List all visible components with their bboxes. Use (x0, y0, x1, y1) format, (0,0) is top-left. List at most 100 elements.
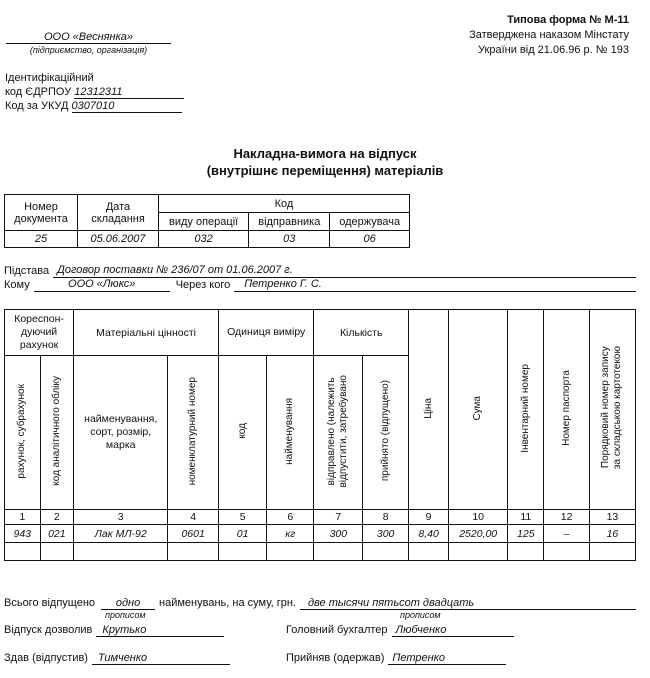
col-number: 2 (39, 509, 75, 525)
price-label: Ціна (422, 397, 434, 419)
materials-table: Кореспон-дуючий рахунок Матеріальні цінн… (3, 309, 637, 561)
empty-row (4, 542, 637, 561)
header-nomenclature-number: номенклатурний номер (167, 355, 220, 510)
handed-over-label: Здав (відпустив) (4, 652, 88, 664)
header-sender-code: відправника (248, 212, 331, 231)
cell-accepted: 300 (362, 524, 410, 543)
basis-value: Договор поставки № 236/07 от 01.06.2007 … (53, 264, 636, 278)
header-analytic-code: код аналітичного обліку (39, 355, 75, 510)
header-correspondent-account: Кореспон-дуючий рахунок (3, 309, 75, 356)
header-doc-number: Номер документа (4, 194, 78, 231)
release-label: Відпуск дозволив (4, 624, 93, 636)
total-label: Всього відпущено (4, 597, 96, 609)
col-number: 9 (408, 509, 450, 525)
received-label: Прийняв (одержав) (286, 652, 385, 664)
approval-line-1: Затверджена наказом Мінстату (469, 29, 629, 41)
header-account: рахунок, субрахунок (4, 355, 41, 510)
cell-account: 943 (4, 524, 41, 543)
header-unit-name: найменування (266, 355, 315, 510)
sender-code-value: 03 (248, 230, 331, 248)
col-number: 11 (507, 509, 545, 525)
total-count-value: одно (101, 597, 156, 610)
doc-number-value: 25 (4, 230, 78, 248)
release-value: Крутько (96, 624, 225, 637)
cell-inventory: 125 (507, 524, 545, 543)
cell-sequence: 16 (588, 524, 637, 543)
cell-analytic-code: 021 (39, 524, 75, 543)
document-info-table: Номер документа Дата складання Код виду … (4, 194, 410, 248)
header-item-name: найменування, сорт, розмір, марка (73, 355, 169, 510)
sequence-label-1: Порядковий номер запису (600, 347, 612, 469)
col-number: 5 (218, 509, 268, 525)
receiver-code-value: 06 (329, 230, 410, 248)
received-value: Петренко (388, 652, 507, 665)
analytic-label: код аналітичного обліку (50, 376, 62, 486)
handed-over-value: Тимченко (91, 652, 230, 665)
header-unit-code: код (218, 355, 268, 510)
col-number: 10 (448, 509, 509, 525)
id-label: Ідентифікаційний (5, 72, 94, 84)
inventory-label: Інвентарний номер (519, 363, 531, 453)
col-number: 3 (73, 509, 169, 525)
header-material-values: Матеріальні цінності (73, 309, 220, 356)
header-doc-date: Дата складання (77, 194, 159, 231)
header-price: Ціна (408, 309, 450, 510)
document-title: Накладна-вимога на відпуск (233, 146, 417, 161)
cell-price: 8,40 (408, 524, 450, 543)
cell-sent: 300 (313, 524, 364, 543)
unit-code-label: код (236, 423, 248, 439)
via-label: Через кого (175, 279, 231, 291)
chief-accountant-label: Головний бухгалтер (286, 624, 388, 636)
table-row: 943 021 Лак МЛ-92 0601 01 кг 300 300 8,4… (4, 524, 637, 543)
doc-date-value: 05.06.2007 (77, 230, 159, 248)
col-number: 6 (266, 509, 315, 525)
recipient-label: Кому (4, 279, 30, 291)
cell-unit-name: кг (266, 524, 315, 543)
col-number: 7 (313, 509, 364, 525)
column-numbers-row: 1 2 3 4 5 6 7 8 9 10 11 12 13 (4, 509, 637, 525)
header-accepted: прийнято (відпущено) (362, 355, 410, 510)
col-number: 8 (362, 509, 410, 525)
total-mid-label: найменувань, на суму, грн. (159, 597, 296, 609)
form-type-title: Типова форма № М-11 (507, 14, 629, 26)
header-unit: Одиниця виміру (218, 309, 315, 356)
header-quantity: Кількість (313, 309, 410, 356)
accepted-label: прийнято (відпущено) (379, 380, 391, 482)
document-subtitle: (внутрішнє переміщення) матеріалів (206, 163, 444, 178)
header-passport-number: Номер паспорта (543, 309, 590, 510)
col-number: 1 (4, 509, 41, 525)
cell-passport: – (543, 524, 590, 543)
header-code: Код (158, 194, 410, 213)
passport-label: Номер паспорта (560, 370, 572, 446)
cell-item-name: Лак МЛ-92 (73, 524, 169, 543)
nomenclature-label: номенклатурний номер (187, 376, 199, 486)
header-operation-code: виду операції (157, 212, 250, 231)
count-caption: прописом (105, 610, 146, 620)
recipient-value: ООО «Люкс» (33, 278, 170, 292)
sum-label: Сума (472, 395, 484, 421)
header-sum: Сума (448, 309, 509, 510)
cell-sum: 2520,00 (448, 524, 509, 543)
organization-name: ООО «Веснянка» (6, 31, 171, 44)
sum-caption: прописом (400, 610, 441, 620)
sent-label-1: відправлено (належить (326, 377, 338, 486)
sent-label-2: відпустити, затребувано (338, 374, 350, 488)
col-number: 4 (167, 509, 220, 525)
total-sum-words: две тысячи пятьсот двадцать (299, 597, 636, 610)
col-number: 13 (588, 509, 637, 525)
cell-unit-code: 01 (218, 524, 268, 543)
edrpou-label: код ЄДРПОУ (5, 86, 72, 98)
via-value: Петренко Г. С. (234, 278, 636, 292)
approval-line-2: України від 21.06.96 р. № 193 (478, 44, 629, 56)
ukud-value: 0307010 (71, 100, 182, 113)
header-inventory-number: Інвентарний номер (507, 309, 545, 510)
operation-code-value: 032 (157, 230, 250, 248)
organization-caption: (підприємство, організація) (29, 45, 148, 55)
ukud-label: Код за УКУД (5, 100, 69, 112)
header-receiver-code: одержувача (329, 212, 410, 231)
basis-label: Підстава (4, 265, 50, 277)
edrpou-value: 12312311 (74, 86, 185, 99)
unit-name-label: найменування (284, 397, 296, 465)
